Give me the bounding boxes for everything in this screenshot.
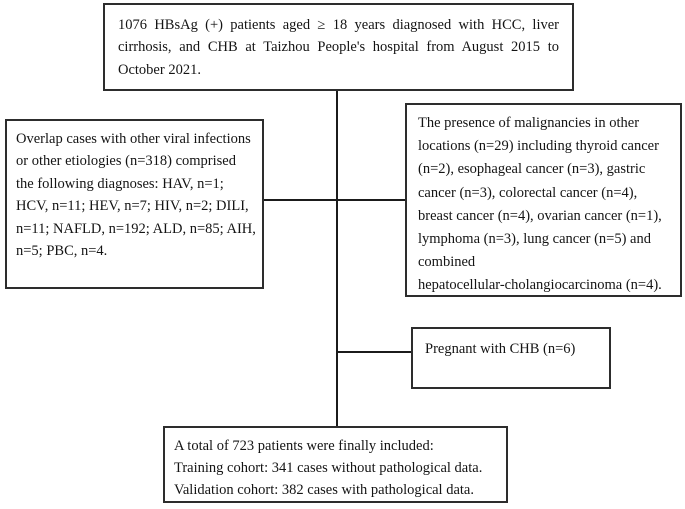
text-line: Training cohort: 341 cases without patho… (174, 460, 483, 477)
text-line: the following diagnoses: HAV, n=1; (16, 175, 224, 192)
text-line: lymphoma (n=3), lung cancer (n=5) and (418, 231, 651, 248)
text-line: A total of 723 patients were finally inc… (174, 438, 434, 454)
text-line: The presence of malignancies in other (418, 115, 640, 131)
text-line: HCV, n=11; HEV, n=7; HIV, n=2; DILI, (16, 198, 249, 215)
connector-pregnant-branch (337, 351, 411, 353)
box-excluded-other-malignancies: The presence of malignancies in other lo… (405, 103, 682, 297)
box-initial-cohort: 1076 HBsAg (+) patients aged ≥ 18 years … (103, 3, 574, 91)
box-final-cohort: A total of 723 patients were finally inc… (163, 426, 508, 503)
text-line: Overlap cases with other viral infection… (16, 131, 251, 147)
text-line: n=5; PBC, n=4. (16, 243, 108, 260)
text-line: cancer (n=3), colorectal cancer (n=4), (418, 184, 638, 201)
connector-main-vertical (336, 91, 338, 426)
text-line: Validation cohort: 382 cases with pathol… (174, 482, 474, 499)
text-line: or other etiologies (n=318) comprised (16, 153, 236, 170)
text-line: combined (418, 254, 476, 271)
text-line: 1076 HBsAg (+) patients aged ≥ 18 years … (118, 17, 559, 33)
connector-overlap-branch (264, 199, 405, 201)
box-excluded-pregnant: Pregnant with CHB (n=6) (411, 327, 611, 389)
text-line: Pregnant with CHB (n=6) (425, 341, 576, 357)
text-line: n=11; NAFLD, n=192; ALD, n=85; AIH, (16, 220, 256, 237)
box-excluded-overlap-etiologies: Overlap cases with other viral infection… (5, 119, 264, 289)
text-line: October 2021. (118, 61, 201, 78)
text-line: cirrhosis, and CHB at Taizhou People's h… (118, 39, 559, 56)
text-line: breast cancer (n=4), ovarian cancer (n=1… (418, 207, 662, 224)
text-line: (n=2), esophageal cancer (n=3), gastric (418, 161, 646, 178)
text-line: locations (n=29) including thyroid cance… (418, 138, 659, 155)
text-line: hepatocellular-cholangiocarcinoma (n=4). (418, 277, 662, 294)
